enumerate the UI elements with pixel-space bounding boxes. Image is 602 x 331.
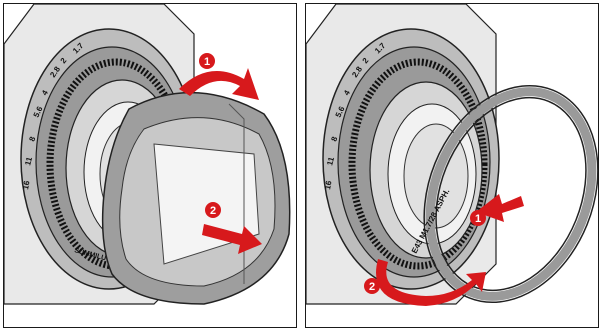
push-arrow <box>476 194 524 222</box>
aperture-scale-mark: 8 <box>329 135 339 143</box>
step-2-badge: 2 <box>205 202 221 218</box>
aperture-scale-mark: 4 <box>40 88 50 97</box>
aperture-scale-mark: 5.6 <box>334 104 347 118</box>
hood-attach-drawing: 16 11 8 5.6 4 2.8 2 1.7 SUMMILU 1 <box>4 4 291 305</box>
aperture-scale-mark: 11 <box>325 155 336 166</box>
aperture-scale-mark: 2 <box>361 56 371 66</box>
aperture-scale-mark: 4 <box>342 88 352 97</box>
push-arrow <box>202 224 262 254</box>
step-1-label: 1 <box>204 56 210 68</box>
aperture-scale-mark: 8 <box>27 135 37 143</box>
hood-attach-illustration: 16 11 8 5.6 4 2.8 2 1.7 SUMMILU 1 <box>3 3 297 328</box>
filter-ring-illustration: 16 11 8 5.6 4 2.8 2 1.7 E43 M1.7/28 ASPH… <box>305 3 599 328</box>
lens-barrel <box>306 4 500 305</box>
step-1-badge: 1 <box>199 53 215 69</box>
aperture-scale-mark: 5.6 <box>32 104 45 118</box>
lens-hood <box>101 91 291 305</box>
rotate-arrow <box>179 68 259 100</box>
filter-ring-drawing: 16 11 8 5.6 4 2.8 2 1.7 E43 M1.7/28 ASPH… <box>306 4 598 306</box>
step-1-badge: 1 <box>470 210 486 226</box>
step-2-label: 2 <box>210 205 216 217</box>
step-2-label: 2 <box>369 281 375 293</box>
aperture-scale-mark: 16 <box>21 179 32 190</box>
aperture-scale-mark: 16 <box>323 179 334 190</box>
step-2-badge: 2 <box>364 278 380 294</box>
rotate-arrow <box>376 259 486 306</box>
aperture-scale-mark: 2 <box>59 56 69 66</box>
aperture-scale-mark: 11 <box>23 155 34 166</box>
step-1-label: 1 <box>475 213 481 225</box>
